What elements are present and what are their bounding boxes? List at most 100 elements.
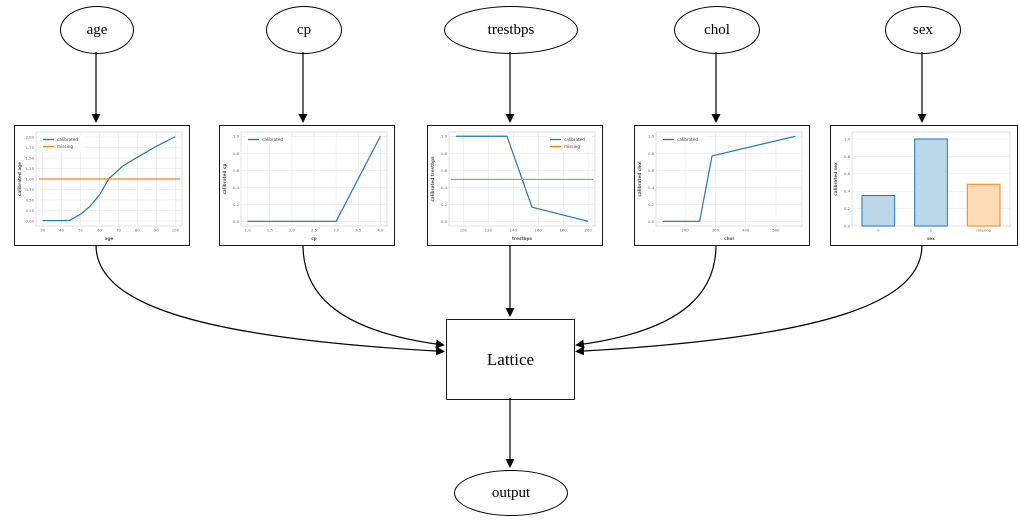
svg-text:calibrated: calibrated <box>677 137 698 142</box>
svg-text:90: 90 <box>154 228 159 233</box>
svg-text:0.8: 0.8 <box>441 151 448 156</box>
svg-text:calibrated: calibrated <box>262 137 283 142</box>
svg-text:calibrated trestbps: calibrated trestbps <box>430 156 435 202</box>
svg-text:40: 40 <box>59 228 64 233</box>
svg-text:0.8: 0.8 <box>648 151 655 156</box>
svg-text:0.75: 0.75 <box>26 187 35 192</box>
svg-text:200: 200 <box>585 228 593 233</box>
lattice-node-label: Lattice <box>486 349 535 369</box>
svg-text:sex: sex <box>927 236 935 241</box>
svg-text:calibrated: calibrated <box>564 137 585 142</box>
svg-text:0.6: 0.6 <box>441 168 448 173</box>
svg-text:120: 120 <box>485 228 493 233</box>
svg-text:0: 0 <box>877 228 880 233</box>
input-node-trestbps: trestbps <box>444 6 578 54</box>
svg-text:1.00: 1.00 <box>26 176 35 181</box>
svg-text:4.0: 4.0 <box>377 228 384 233</box>
svg-text:calibrated cp: calibrated cp <box>222 164 227 195</box>
edge-cp-calibrator-to-lattice <box>302 244 445 349</box>
svg-text:missing: missing <box>564 144 580 149</box>
svg-text:calibrated chol: calibrated chol <box>637 161 642 197</box>
svg-text:calibrated sex: calibrated sex <box>833 162 838 196</box>
input-node-sex: sex <box>885 6 961 54</box>
svg-text:age: age <box>105 236 114 241</box>
svg-text:1: 1 <box>930 228 933 233</box>
input-node-sex-label: sex <box>913 21 933 38</box>
svg-text:200: 200 <box>681 228 689 233</box>
svg-text:1.0: 1.0 <box>245 228 252 233</box>
svg-text:1.0: 1.0 <box>844 136 851 141</box>
svg-text:0.4: 0.4 <box>233 185 240 190</box>
svg-text:2.0: 2.0 <box>289 228 296 233</box>
svg-text:100: 100 <box>172 228 180 233</box>
svg-text:400: 400 <box>742 228 750 233</box>
svg-text:1.50: 1.50 <box>26 155 35 160</box>
svg-text:70: 70 <box>116 228 121 233</box>
svg-text:0.0: 0.0 <box>648 219 655 224</box>
svg-text:0.00: 0.00 <box>26 218 35 223</box>
svg-text:0.2: 0.2 <box>648 202 655 207</box>
output-node-label: output <box>491 484 531 501</box>
svg-text:160: 160 <box>535 228 543 233</box>
svg-text:0.4: 0.4 <box>441 185 448 190</box>
calibrator-panel-chol: 0.0 0.2 0.4 0.6 0.8 1.0 200 300 400 500 chol calibr… <box>634 125 810 246</box>
svg-text:80: 80 <box>135 228 140 233</box>
svg-text:1.0: 1.0 <box>233 134 240 139</box>
input-node-age-label: age <box>86 21 108 38</box>
svg-text:0.4: 0.4 <box>648 185 655 190</box>
svg-text:0.0: 0.0 <box>441 219 448 224</box>
svg-text:1.0: 1.0 <box>648 134 655 139</box>
svg-text:3.5: 3.5 <box>355 228 362 233</box>
calibrator-chart-chol: 0.0 0.2 0.4 0.6 0.8 1.0 200 300 400 500 chol calibr… <box>637 131 803 241</box>
svg-text:0.2: 0.2 <box>233 202 240 207</box>
svg-text:0.2: 0.2 <box>844 206 851 211</box>
svg-text:1.5: 1.5 <box>267 228 274 233</box>
svg-text:0.8: 0.8 <box>844 154 851 159</box>
svg-text:0.8: 0.8 <box>233 151 240 156</box>
svg-text:0.0: 0.0 <box>233 219 240 224</box>
svg-text:100: 100 <box>460 228 468 233</box>
input-node-chol-label: chol <box>704 21 730 38</box>
svg-text:180: 180 <box>560 228 568 233</box>
input-node-chol: chol <box>674 6 760 54</box>
svg-text:1.0: 1.0 <box>441 134 448 139</box>
input-node-cp: cp <box>266 6 342 54</box>
svg-text:0.6: 0.6 <box>648 168 655 173</box>
output-node: output <box>454 470 568 516</box>
input-node-cp-label: cp <box>296 21 312 38</box>
edge-sex-calibrator-to-lattice <box>575 244 923 356</box>
svg-text:1.25: 1.25 <box>26 166 35 171</box>
edge-chol-calibrator-to-lattice <box>575 244 717 349</box>
svg-text:60: 60 <box>97 228 102 233</box>
svg-text:calibrated: calibrated <box>57 137 78 142</box>
svg-text:1.75: 1.75 <box>26 145 35 150</box>
svg-text:missing: missing <box>57 144 73 149</box>
svg-text:0.2: 0.2 <box>441 202 448 207</box>
lattice-node: Lattice <box>446 319 575 400</box>
svg-text:0.6: 0.6 <box>844 171 851 176</box>
svg-text:140: 140 <box>510 228 518 233</box>
svg-text:300: 300 <box>712 228 720 233</box>
svg-text:500: 500 <box>772 228 780 233</box>
svg-text:0.50: 0.50 <box>26 197 35 202</box>
input-node-trestbps-label: trestbps <box>487 21 535 38</box>
svg-text:cp: cp <box>311 236 316 241</box>
svg-text:2.5: 2.5 <box>311 228 318 233</box>
svg-text:0.6: 0.6 <box>233 168 240 173</box>
svg-text:calibrated age: calibrated age <box>17 162 22 196</box>
svg-text:missing: missing <box>976 228 991 233</box>
input-node-age: age <box>60 6 134 54</box>
svg-text:chol: chol <box>724 236 734 241</box>
svg-text:0.0: 0.0 <box>844 223 851 228</box>
svg-text:50: 50 <box>78 228 83 233</box>
edge-age-calibrator-to-lattice <box>95 244 445 356</box>
